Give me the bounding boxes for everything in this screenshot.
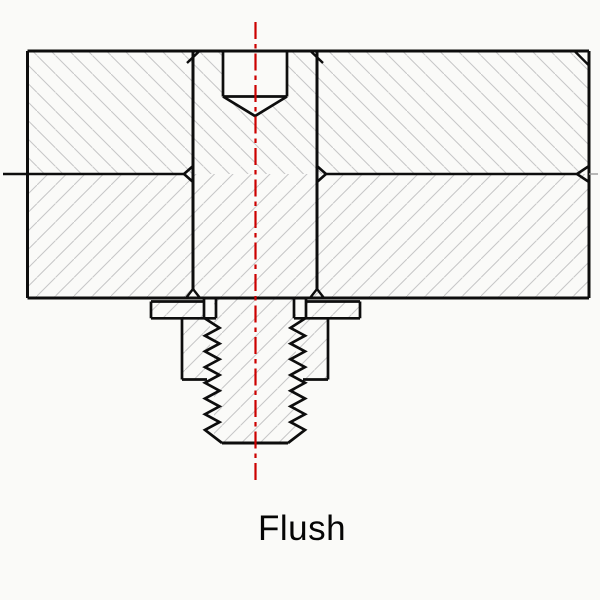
nut (180, 318, 330, 381)
thread-profile-left (202, 317, 223, 445)
section-hatching (27, 51, 589, 443)
upper-plate-hatch (27, 51, 589, 174)
socket-cone (222, 95, 288, 118)
seam-chamfer-left-bore (183, 165, 194, 183)
seam-chamfer-right-edge (576, 164, 590, 184)
chamfer-bottom-left (185, 288, 201, 299)
washer-left-hatch (151, 301, 204, 319)
chamfer-bottom-right (309, 288, 325, 299)
chamfer-top-right (310, 50, 324, 64)
chamfer-corner-right (574, 50, 590, 67)
chamfer-top-left (186, 50, 200, 64)
caption-label: Flush (258, 509, 346, 548)
washer-right-hatch (306, 301, 360, 319)
plate-seam (3, 164, 598, 184)
seam-chamfer-right-bore (316, 165, 327, 183)
hex-socket (221, 51, 289, 118)
nut-right-hatch (300, 318, 328, 380)
thread-runout-necks (202, 298, 308, 319)
lower-plate-hatch (27, 174, 589, 298)
hex-socket-cavity (223, 51, 287, 116)
chamfer-ticks (185, 50, 590, 299)
nut-left-hatch (182, 318, 210, 380)
nut-outer-edges (180, 318, 330, 380)
washer-outer-edges (149, 301, 362, 319)
plate-assembly-outline (26, 49, 591, 300)
thread-profile-right (287, 317, 308, 445)
